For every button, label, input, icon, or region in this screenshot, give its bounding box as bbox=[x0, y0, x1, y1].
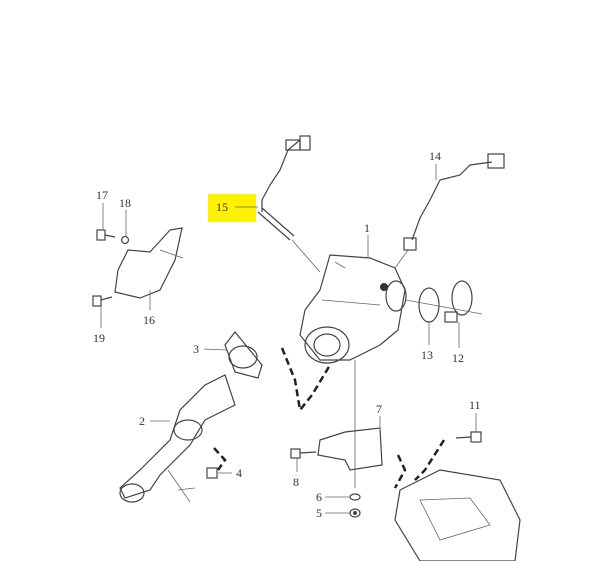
part-15-oxygen-sensor[interactable] bbox=[257, 135, 321, 273]
callout-11[interactable]: 11 bbox=[469, 398, 481, 412]
part-19-bolt[interactable] bbox=[92, 295, 113, 307]
part-8-bolt[interactable] bbox=[290, 448, 317, 459]
part-5-nut[interactable] bbox=[349, 508, 361, 518]
part-13-gasket-ring[interactable] bbox=[418, 287, 440, 323]
part-3-gasket[interactable] bbox=[224, 331, 263, 379]
part-18-washer[interactable] bbox=[120, 235, 130, 245]
callout-12[interactable]: 12 bbox=[452, 351, 464, 365]
part-17-bolt[interactable] bbox=[96, 229, 116, 241]
callout-2[interactable]: 2 bbox=[139, 414, 145, 428]
bracket-assembly bbox=[394, 469, 521, 561]
callout-19[interactable]: 19 bbox=[93, 331, 105, 345]
part-2-front-pipe[interactable] bbox=[119, 374, 236, 503]
callout-13[interactable]: 13 bbox=[421, 348, 433, 362]
callout-15-highlight bbox=[208, 194, 256, 222]
callout-14[interactable]: 14 bbox=[429, 149, 441, 163]
callout-18[interactable]: 18 bbox=[119, 196, 131, 210]
part-16-bracket[interactable] bbox=[114, 227, 184, 299]
callout-5[interactable]: 5 bbox=[316, 506, 322, 520]
callout-3[interactable]: 3 bbox=[193, 342, 199, 356]
part-1-catalytic-converter[interactable] bbox=[299, 254, 407, 488]
callout-8[interactable]: 8 bbox=[293, 475, 299, 489]
callout-1[interactable]: 1 bbox=[364, 221, 370, 235]
part-14-oxygen-sensor[interactable] bbox=[394, 153, 505, 269]
callout-6[interactable]: 6 bbox=[316, 490, 322, 504]
part-11-bolt[interactable] bbox=[455, 431, 482, 443]
callout-7[interactable]: 7 bbox=[376, 402, 382, 416]
callout-4[interactable]: 4 bbox=[236, 466, 242, 480]
callout-15[interactable]: 15 bbox=[216, 200, 228, 214]
part-12-clamp[interactable] bbox=[444, 280, 473, 323]
callout-17[interactable]: 17 bbox=[96, 188, 108, 202]
part-4-nut[interactable] bbox=[206, 467, 218, 479]
part-6-washer[interactable] bbox=[349, 493, 361, 501]
callout-16[interactable]: 16 bbox=[143, 313, 155, 327]
part-7-bracket[interactable] bbox=[317, 427, 383, 471]
leader-lines bbox=[100, 164, 477, 514]
